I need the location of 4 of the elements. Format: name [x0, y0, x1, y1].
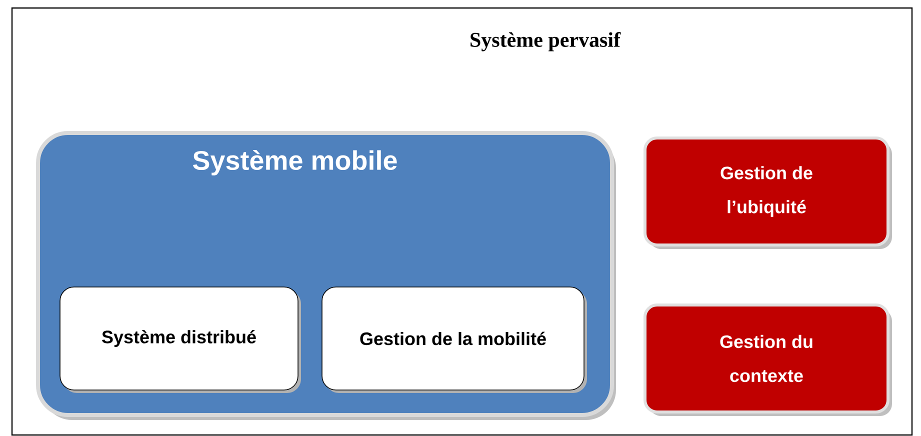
feature-box: Gestion de l’ubiquité	[644, 136, 892, 249]
feature-box: Gestion du contexte	[644, 304, 892, 416]
component-box: Gestion de la mobilité	[322, 286, 587, 393]
component-box: Système distribué	[60, 286, 301, 393]
